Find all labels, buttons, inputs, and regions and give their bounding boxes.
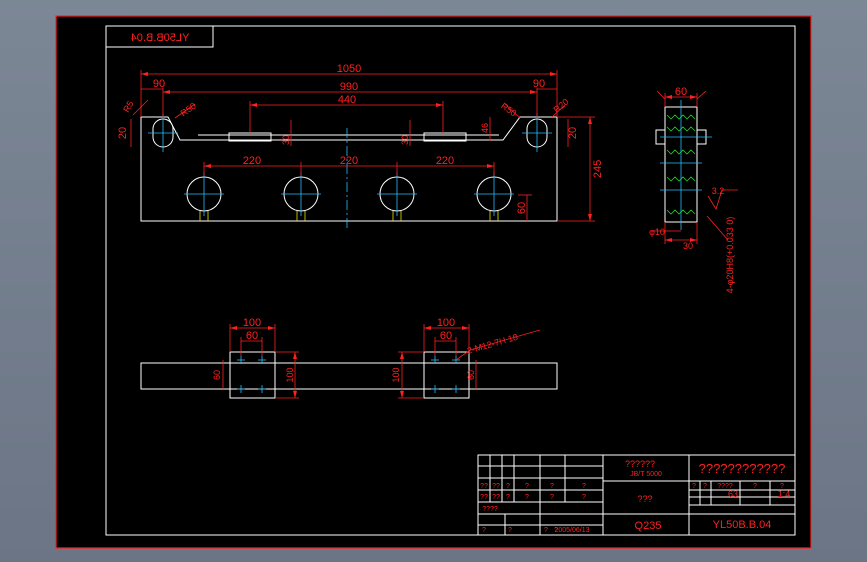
front-view: 1050 990 440 90 90 220 220 220 245 60 20…: [117, 63, 604, 230]
cell-r1-1: ??: [480, 483, 488, 490]
title-block-frame: [477, 454, 796, 536]
stage-4: ?: [753, 483, 757, 490]
cell-r2-3: ?: [506, 494, 510, 501]
cell-r1-3: ?: [506, 483, 510, 490]
stage-1: ?: [692, 483, 696, 490]
dim-inner-length: 440: [338, 94, 356, 106]
cell-r1-5: ?: [550, 483, 554, 490]
dim-right-pad-h100: 100: [391, 367, 401, 382]
dim-46: 46: [480, 123, 490, 133]
roughness-value: 3.2: [712, 186, 725, 196]
side-hole-note: 4-φ20H8(+0.033 0): [725, 217, 735, 294]
dim-side-spacing: 30: [683, 241, 693, 251]
drawing-title: ????????????: [699, 461, 786, 476]
cell-r1-6: ?: [582, 483, 586, 490]
scale-value: 1:4: [778, 489, 791, 499]
cell-r2-6: ?: [582, 494, 586, 501]
drawing-code: YL50B.B.04: [713, 519, 772, 531]
cell-lb-3: ?: [544, 527, 548, 534]
dim-left-pad-h100: 100: [285, 367, 295, 382]
dim-left-pad-60: 60: [246, 330, 258, 342]
cell-r1-2: ??: [492, 483, 500, 490]
cell-lb-2: ?: [508, 527, 512, 534]
cell-r2-5: ?: [550, 494, 554, 501]
dim-side-width: 60: [675, 86, 687, 98]
stamp-box: [105, 25, 214, 48]
dim-left-pad-h60: 60: [212, 370, 222, 380]
standard-ref: JB/T 5000: [630, 471, 662, 478]
cell-r2-4: ?: [525, 494, 529, 501]
dim-right-width: 90: [533, 78, 545, 90]
dim-pitch-1: 220: [243, 155, 261, 167]
dim-height: 245: [592, 160, 604, 178]
dim-pitch-3: 220: [436, 155, 454, 167]
plan-left-pad: [229, 351, 276, 399]
dim-30-left: 30: [281, 135, 291, 145]
dim-pitch-2: 220: [340, 155, 358, 167]
standard-code: ??????: [625, 459, 655, 469]
sheet-inner-border: [105, 25, 796, 536]
dim-overall-length: 1050: [337, 63, 361, 75]
dim-bore-height: 60: [516, 202, 528, 214]
dim-left-width: 90: [153, 78, 165, 90]
dim-r5: R5: [121, 99, 135, 114]
cell-r2-2: ??: [492, 494, 500, 501]
plan-view-bar: [140, 362, 558, 390]
part-name: ???: [637, 494, 652, 504]
drawing-date: 2005/06/13: [554, 527, 589, 534]
dim-right-slot-height: 20: [567, 127, 579, 139]
stage-2: ?: [703, 483, 707, 490]
stage-3: ????: [717, 483, 733, 490]
cell-r2-1: ??: [480, 494, 488, 501]
dim-left-slot-height: 20: [117, 127, 129, 139]
dim-30-right: 30: [400, 135, 410, 145]
dim-right-pad-h60: 60: [466, 370, 476, 380]
material: Q235: [635, 520, 662, 532]
cell-lb-1: ?: [482, 527, 486, 534]
dim-left-pad-100: 100: [243, 317, 261, 329]
stage-5: ?: [780, 483, 784, 490]
dim-hole-span: 990: [340, 81, 358, 93]
plan-right-pad: [423, 351, 470, 399]
stamp-text: YL50B.B.04: [131, 32, 190, 44]
cell-r1-4: ?: [525, 483, 529, 490]
weight-value: 63: [728, 489, 738, 499]
cell-r4-1: ????: [482, 506, 498, 513]
cell-lb-4: ?: [554, 527, 558, 534]
dim-side-hole-dia: φ10: [649, 227, 665, 237]
title-block: ?????? JB/T 5000 ???????????? ??? Q235 Y…: [477, 454, 796, 536]
dim-right-pad-100: 100: [437, 317, 455, 329]
dim-right-pad-60: 60: [440, 330, 452, 342]
side-view: 60 φ10 30 3.2 4-φ20H8(+0.033 0): [649, 86, 738, 293]
